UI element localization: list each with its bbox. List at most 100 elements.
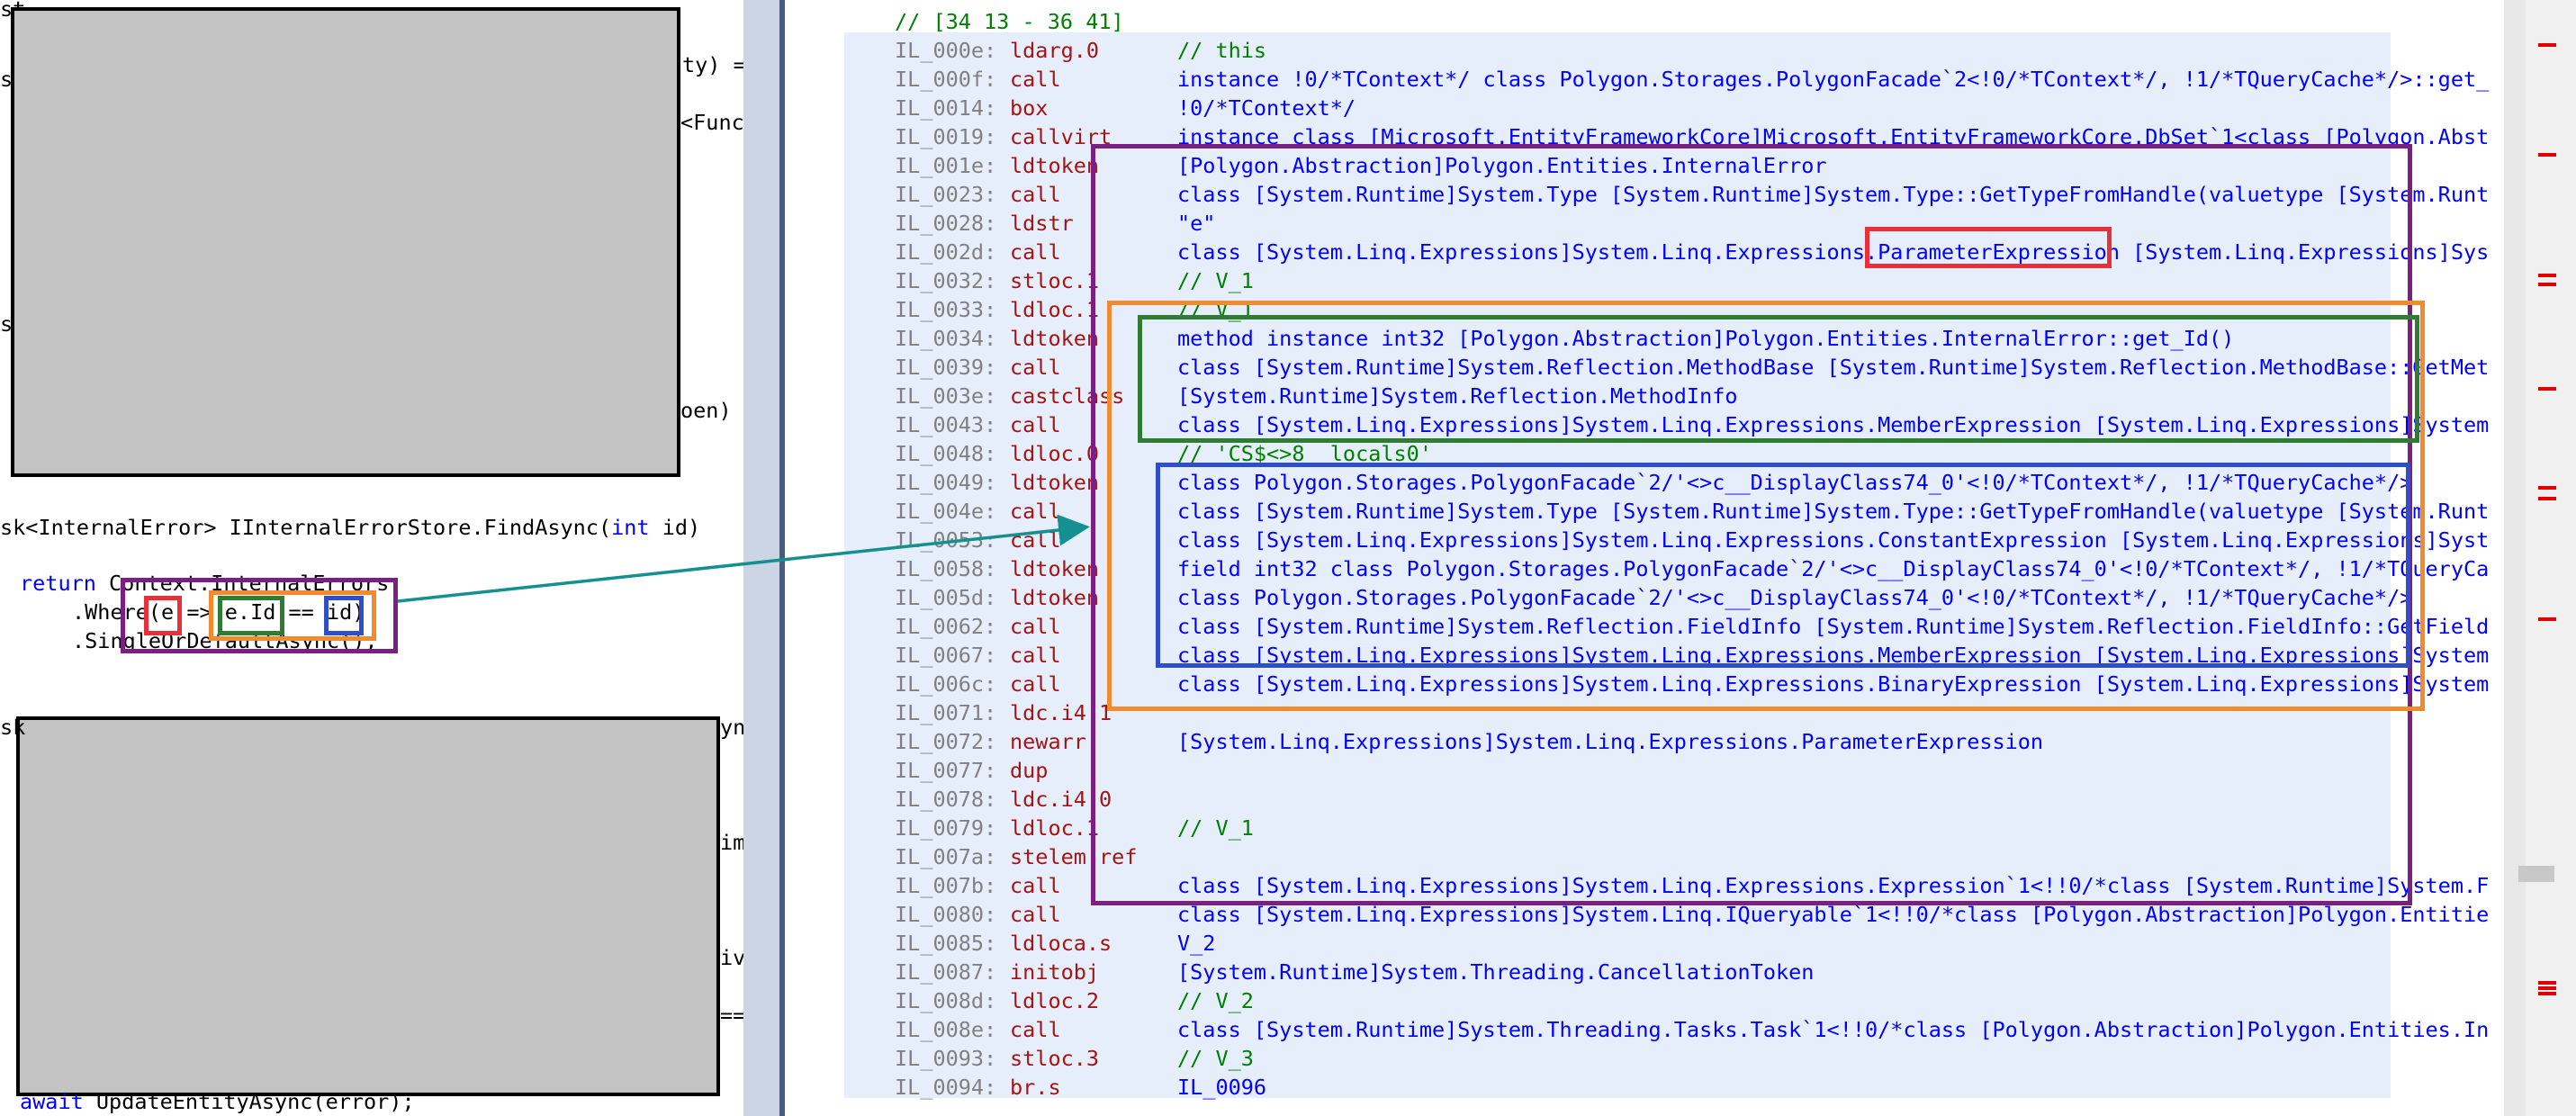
il-offset-label: IL_0034:: [895, 326, 997, 351]
il-comment: // this: [1177, 38, 1267, 63]
il-instruction-row[interactable]: IL_0077:dup: [785, 756, 2504, 785]
il-opcode: call: [1010, 182, 1061, 207]
il-instruction-row[interactable]: IL_0072:newarr[System.Linq.Expressions]S…: [785, 727, 2504, 756]
error-marker[interactable]: [2538, 497, 2556, 500]
error-marker[interactable]: [2538, 986, 2556, 990]
await-statement: await UpdateEntityAsync(error);: [20, 1089, 415, 1114]
il-instruction-row[interactable]: IL_000e:ldarg.0// this: [785, 36, 2504, 65]
il-instruction-row[interactable]: IL_0032:stloc.1// V_1: [785, 266, 2504, 295]
il-opcode: initobj: [1010, 959, 1100, 985]
parameter-expression-highlight-red: [1865, 227, 2112, 268]
error-marker[interactable]: [2538, 981, 2556, 985]
il-opcode: ldloc.0: [1010, 441, 1100, 466]
il-instruction-row[interactable]: IL_0093:stloc.3// V_3: [785, 1044, 2504, 1073]
il-instruction-row[interactable]: IL_0014:box!0/*TContext*/: [785, 94, 2504, 122]
il-opcode: ldtoken: [1010, 470, 1100, 495]
il-opcode: ldtoken: [1010, 326, 1100, 351]
il-operand: class [System.Linq.Expressions]System.Li…: [1177, 902, 2490, 927]
il-instruction-row[interactable]: IL_0079:ldloc.1// V_1: [785, 814, 2504, 842]
il-opcode: ldtoken: [1010, 585, 1100, 610]
selected-il-range: [844, 32, 2391, 1098]
il-operand: class [System.Runtime]System.Type [Syste…: [1177, 182, 2490, 207]
il-instruction-row[interactable]: IL_007a:stelem.ref: [785, 842, 2504, 871]
il-offset-label: IL_0033:: [895, 297, 997, 322]
il-opcode: box: [1010, 95, 1049, 121]
il-instruction-row[interactable]: IL_0023: call class [System.Runtime]System…: [785, 180, 2504, 209]
il-offset-label: IL_008d:: [895, 988, 997, 1013]
error-marker[interactable]: [2538, 153, 2556, 157]
il-opcode: ldarg.0: [1010, 38, 1100, 63]
il-offset-label: IL_0087:: [895, 959, 997, 985]
il-offset-label: IL_0048:: [895, 441, 997, 466]
il-instruction-row[interactable]: IL_0028:ldstr"e": [785, 209, 2504, 238]
code-fragment: ync: [720, 715, 743, 740]
il-operand: class [System.Runtime]System.Type [Syste…: [1177, 499, 2490, 524]
il-offset-label: IL_0023:: [895, 182, 997, 207]
il-comment: // V_1: [1177, 815, 1254, 841]
error-marker[interactable]: [2538, 617, 2556, 621]
il-instruction-row[interactable]: IL_0034: ldtoken method instance int32 [Po…: [785, 324, 2504, 353]
il-comment: // V_1: [1177, 268, 1254, 293]
il-instruction-row[interactable]: IL_0087:initobj[System.Runtime]System.Th…: [785, 958, 2504, 986]
il-offset-label: IL_0072:: [895, 729, 997, 754]
il-offset-label: IL_002d:: [895, 239, 997, 265]
il-operand: class Polygon.Storages.PolygonFacade`2/'…: [1177, 585, 2413, 610]
il-operand: class [System.Runtime]System.Reflection.…: [1177, 355, 2490, 380]
il-operand: method instance int32 [Polygon.Abstracti…: [1177, 326, 2235, 351]
il-opcode: stloc.3: [1010, 1046, 1100, 1071]
il-instruction-row[interactable]: IL_008d:ldloc.2// V_2: [785, 986, 2504, 1015]
il-offset-label: IL_003e:: [895, 383, 997, 409]
il-offset-label: IL_0028:: [895, 211, 997, 236]
scrollbar-thumb[interactable]: [2518, 866, 2554, 882]
pane-splitter[interactable]: [743, 0, 785, 1116]
redacted-code-block: [16, 716, 720, 1096]
il-operand: class [System.Linq.Expressions]System.Li…: [1177, 527, 2490, 553]
il-offset-label: IL_0085:: [895, 931, 997, 956]
il-instruction-row[interactable]: IL_003e:castclass[System.Runtime]System.…: [785, 382, 2504, 410]
error-marker[interactable]: [2538, 283, 2556, 286]
il-comment: // V_3: [1177, 1046, 1254, 1071]
il-opcode: call: [1010, 1017, 1061, 1042]
error-marker[interactable]: [2538, 387, 2556, 391]
il-offset-label: IL_008e:: [895, 1017, 997, 1042]
code-fragment: oen): [680, 398, 732, 423]
error-marker[interactable]: [2538, 274, 2556, 277]
il-offset-label: IL_000f:: [895, 67, 997, 92]
il-instruction-row[interactable]: IL_001e:ldtoken[Polygon.Abstraction]Poly…: [785, 151, 2504, 180]
il-offset-label: IL_0014:: [895, 95, 997, 121]
il-instruction-row[interactable]: IL_0048:ldloc.0// 'CS$<>8__locals0': [785, 439, 2504, 468]
il-operand: class [System.Linq.Expressions]System.Li…: [1177, 412, 2490, 437]
error-marker[interactable]: [2538, 486, 2556, 490]
vertical-scrollbar[interactable]: [2504, 0, 2526, 1116]
il-opcode: ldloc.1: [1010, 815, 1100, 841]
il-operand: "e": [1177, 211, 1216, 236]
il-disassembly-pane[interactable]: // [34 13 - 36 41] IL_000e:ldarg.0// thi…: [785, 0, 2576, 1116]
code-fragment: s: [0, 311, 14, 337]
il-opcode: call: [1010, 902, 1061, 927]
il-opcode: call: [1010, 643, 1061, 668]
il-offset-label: IL_0071:: [895, 700, 997, 725]
error-marker[interactable]: [2538, 43, 2556, 47]
il-opcode: ldloc.1: [1010, 297, 1100, 322]
error-marker[interactable]: [2538, 992, 2556, 995]
mapping-arrow-line: [397, 514, 1090, 603]
il-offset-label: IL_001e:: [895, 153, 997, 178]
csharp-source-pane[interactable]: st ty) = <Func- s s oen) sk<InternalErro…: [0, 0, 743, 1116]
il-offset-label: IL_0019:: [895, 124, 997, 149]
closure-field-highlight-blue: [1156, 463, 2410, 668]
il-opcode: call: [1010, 412, 1061, 437]
